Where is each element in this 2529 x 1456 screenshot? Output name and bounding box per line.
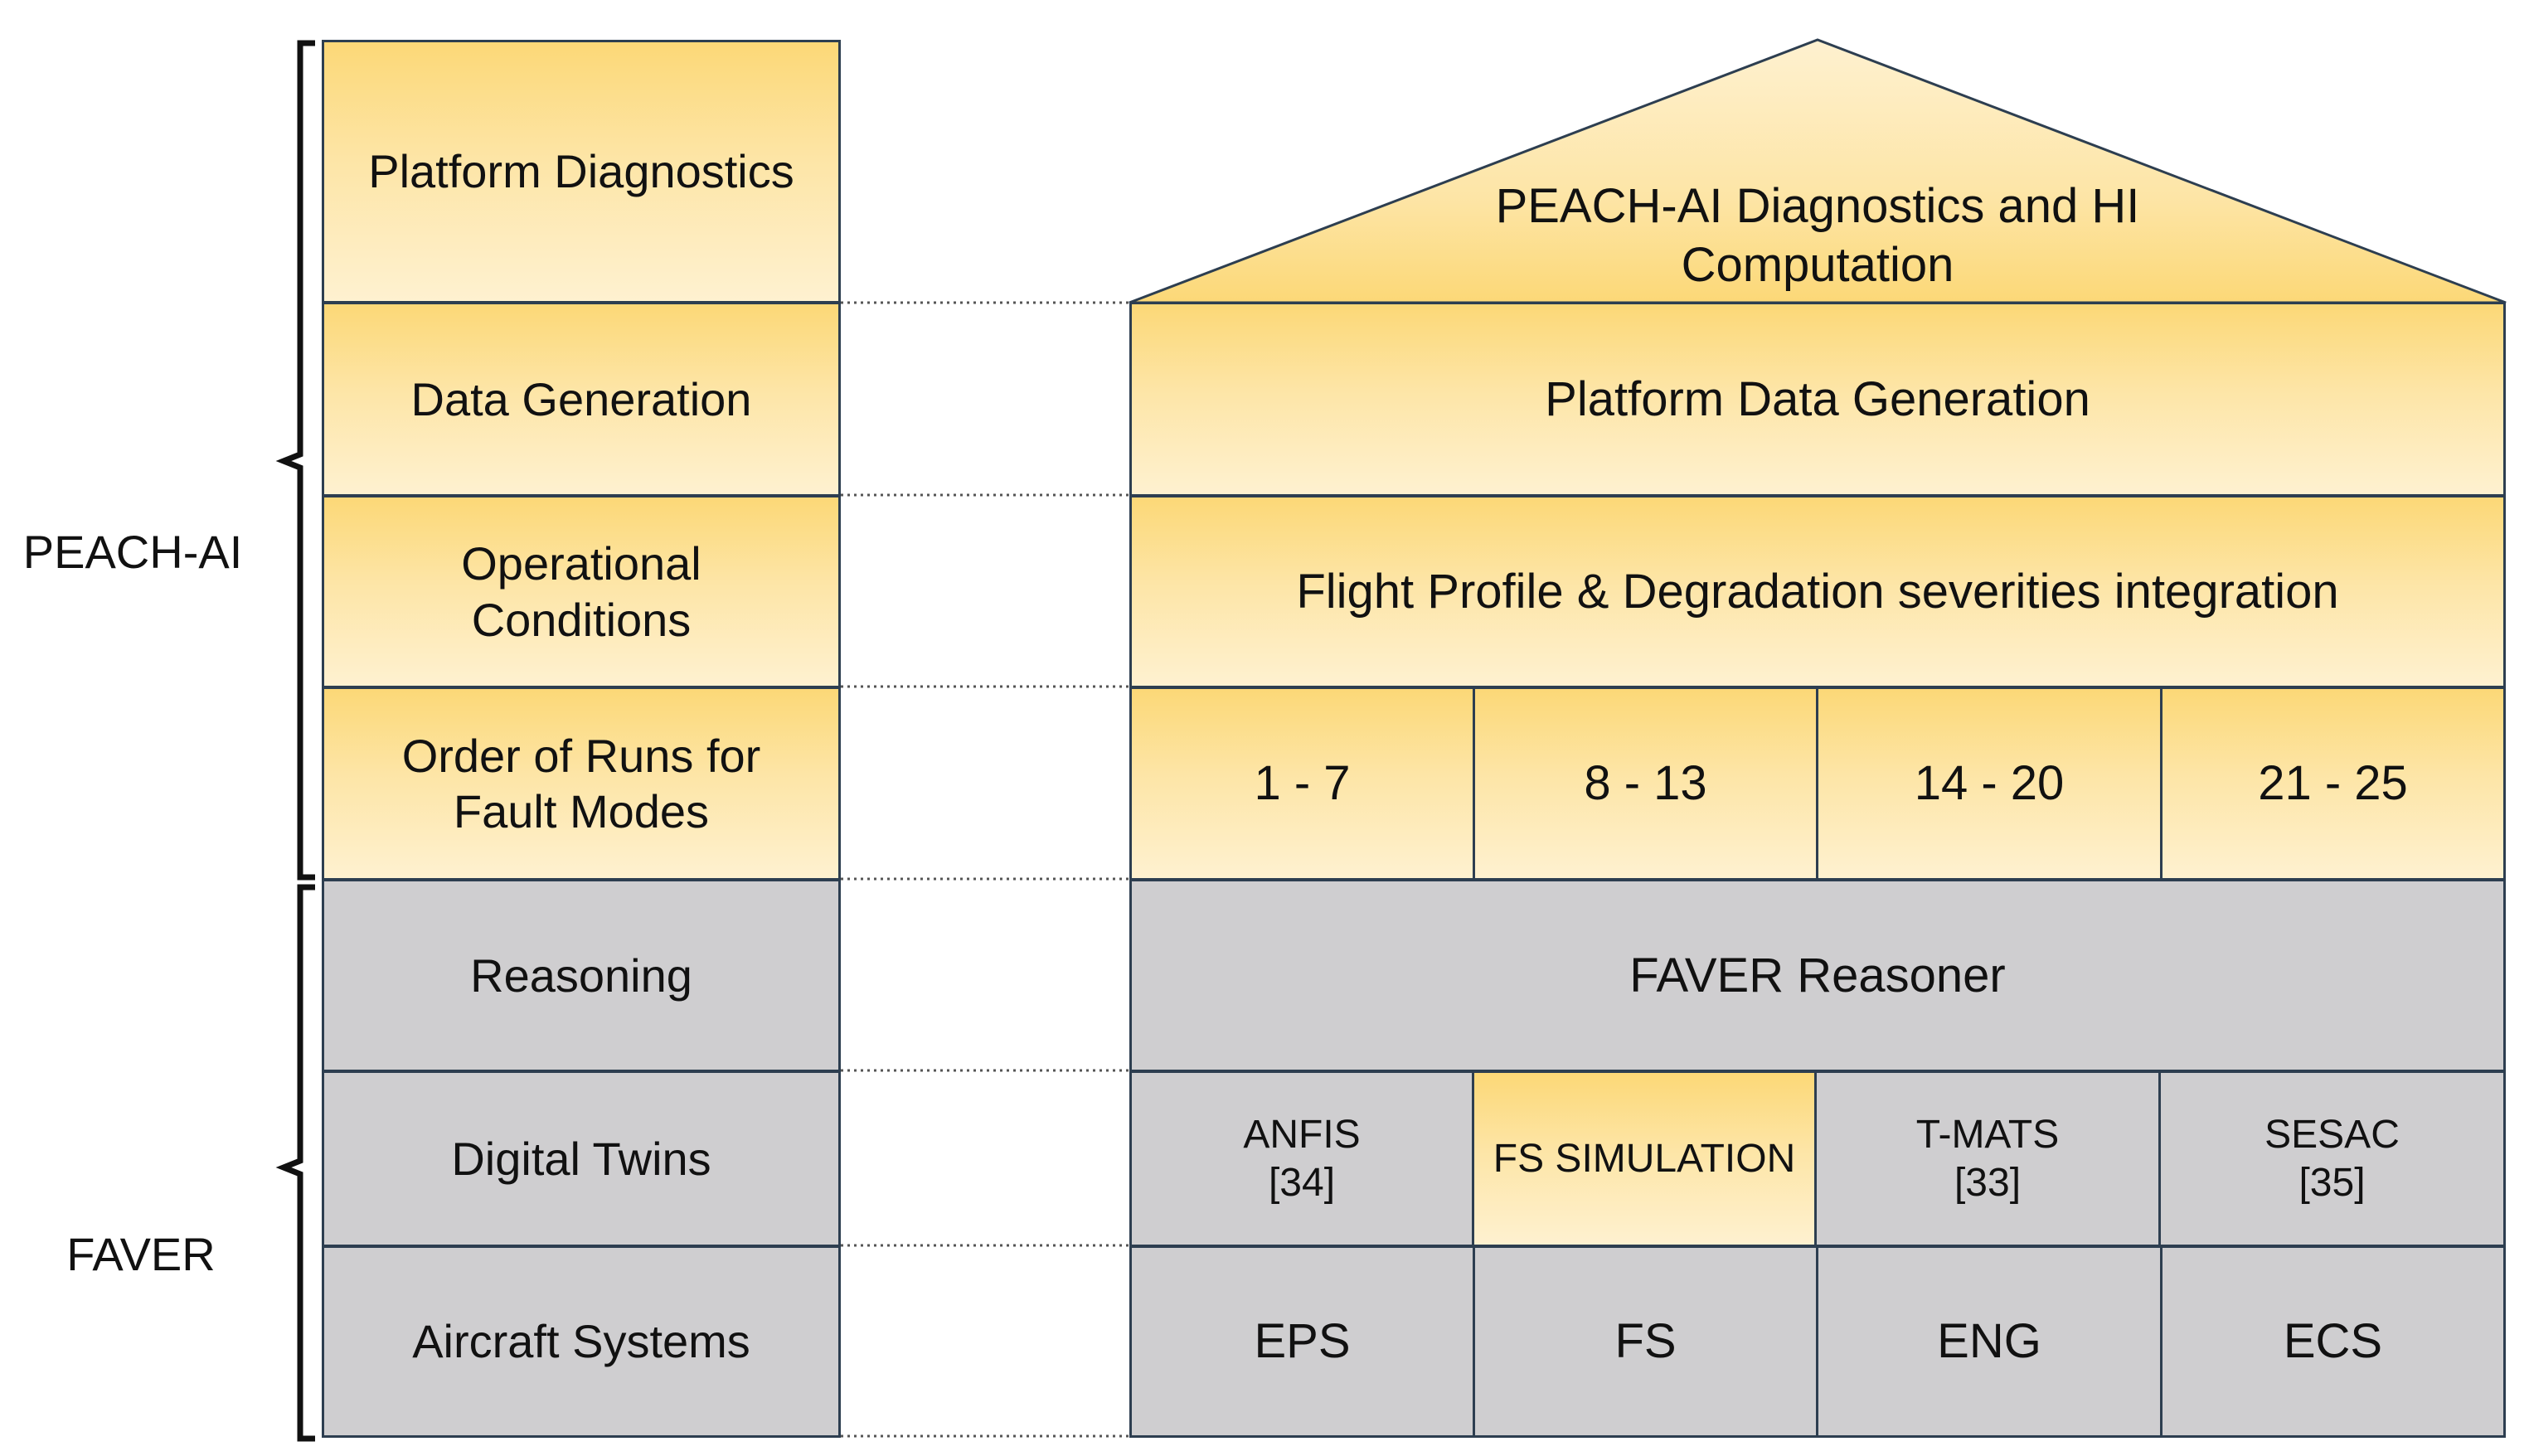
twin-anfis-name: ANFIS — [1243, 1112, 1361, 1157]
run-range-box-4: 21 - 25 — [2160, 687, 2506, 881]
dotted-connectors — [841, 301, 1129, 1438]
run-range-label-3: 14 - 20 — [1914, 756, 2065, 811]
platform-data-generation-label: Platform Data Generation — [1545, 371, 2090, 426]
system-eng-box: ENG — [1816, 1245, 2163, 1438]
twin-anfis-box: ANFIS [34] — [1129, 1070, 1474, 1247]
faver-reasoner-label: FAVER Reasoner — [1629, 948, 2006, 1002]
twin-anfis-ref: [34] — [1268, 1160, 1336, 1205]
run-range-label-1: 1 - 7 — [1254, 756, 1351, 811]
run-range-box-1: 1 - 7 — [1129, 687, 1475, 881]
left-platform-diagnostics: Platform Diagnostics — [322, 40, 841, 303]
flight-profile-box: Flight Profile & Degradation severities … — [1129, 495, 2506, 688]
platform-data-generation-box: Platform Data Generation — [1129, 302, 2506, 497]
run-range-label-2: 8 - 13 — [1584, 756, 1707, 811]
run-range-box-2: 8 - 13 — [1473, 687, 1818, 881]
faver-group-label: FAVER — [66, 1227, 216, 1280]
twin-sesac-box: SESAC [35] — [2158, 1070, 2506, 1247]
left-aircraft-systems: Aircraft Systems — [322, 1245, 841, 1438]
left-reasoning-label: Reasoning — [470, 949, 692, 1002]
roof-title-text: PEACH-AI Diagnostics and HI Computation — [1495, 179, 2140, 292]
faver-reasoner-box: FAVER Reasoner — [1129, 879, 2506, 1072]
system-ecs-label: ECS — [2283, 1314, 2383, 1369]
left-digital-twins: Digital Twins — [322, 1070, 841, 1247]
system-eps-box: EPS — [1129, 1245, 1475, 1438]
twin-fs-simulation-box: FS SIMULATION — [1472, 1070, 1817, 1247]
run-range-label-4: 21 - 25 — [2258, 756, 2408, 811]
left-operational-conditions-label: Operational Conditions — [461, 537, 701, 646]
left-reasoning: Reasoning — [322, 879, 841, 1072]
twin-fs-simulation-name: FS SIMULATION — [1493, 1136, 1796, 1181]
left-order-of-runs-label: Order of Runs for Fault Modes — [401, 729, 761, 837]
peach-ai-brace — [275, 40, 315, 881]
left-platform-diagnostics-label: Platform Diagnostics — [368, 145, 794, 198]
flight-profile-label: Flight Profile & Degradation severities … — [1296, 564, 2339, 619]
left-aircraft-systems-label: Aircraft Systems — [412, 1315, 750, 1368]
left-data-generation: Data Generation — [322, 302, 841, 497]
left-data-generation-label: Data Generation — [410, 372, 752, 425]
left-order-of-runs: Order of Runs for Fault Modes — [322, 687, 841, 881]
system-eps-label: EPS — [1254, 1314, 1351, 1369]
twin-tmats-name: T-MATS — [1915, 1112, 2060, 1157]
left-operational-conditions: Operational Conditions — [322, 495, 841, 688]
system-fs-box: FS — [1473, 1245, 1818, 1438]
system-ecs-box: ECS — [2160, 1245, 2506, 1438]
system-eng-label: ENG — [1937, 1314, 2041, 1369]
twin-sesac-ref: [35] — [2298, 1160, 2366, 1205]
left-digital-twins-label: Digital Twins — [451, 1132, 711, 1185]
peach-ai-group-label: PEACH-AI — [22, 525, 243, 578]
twin-tmats-ref: [33] — [1954, 1160, 2022, 1205]
twin-tmats-box: T-MATS [33] — [1814, 1070, 2161, 1247]
twin-sesac-name: SESAC — [2264, 1112, 2400, 1157]
roof-title: PEACH-AI Diagnostics and HI Computation — [1410, 174, 2226, 298]
run-range-box-3: 14 - 20 — [1816, 687, 2163, 881]
system-fs-label: FS — [1614, 1314, 1677, 1369]
faver-brace — [275, 884, 315, 1442]
